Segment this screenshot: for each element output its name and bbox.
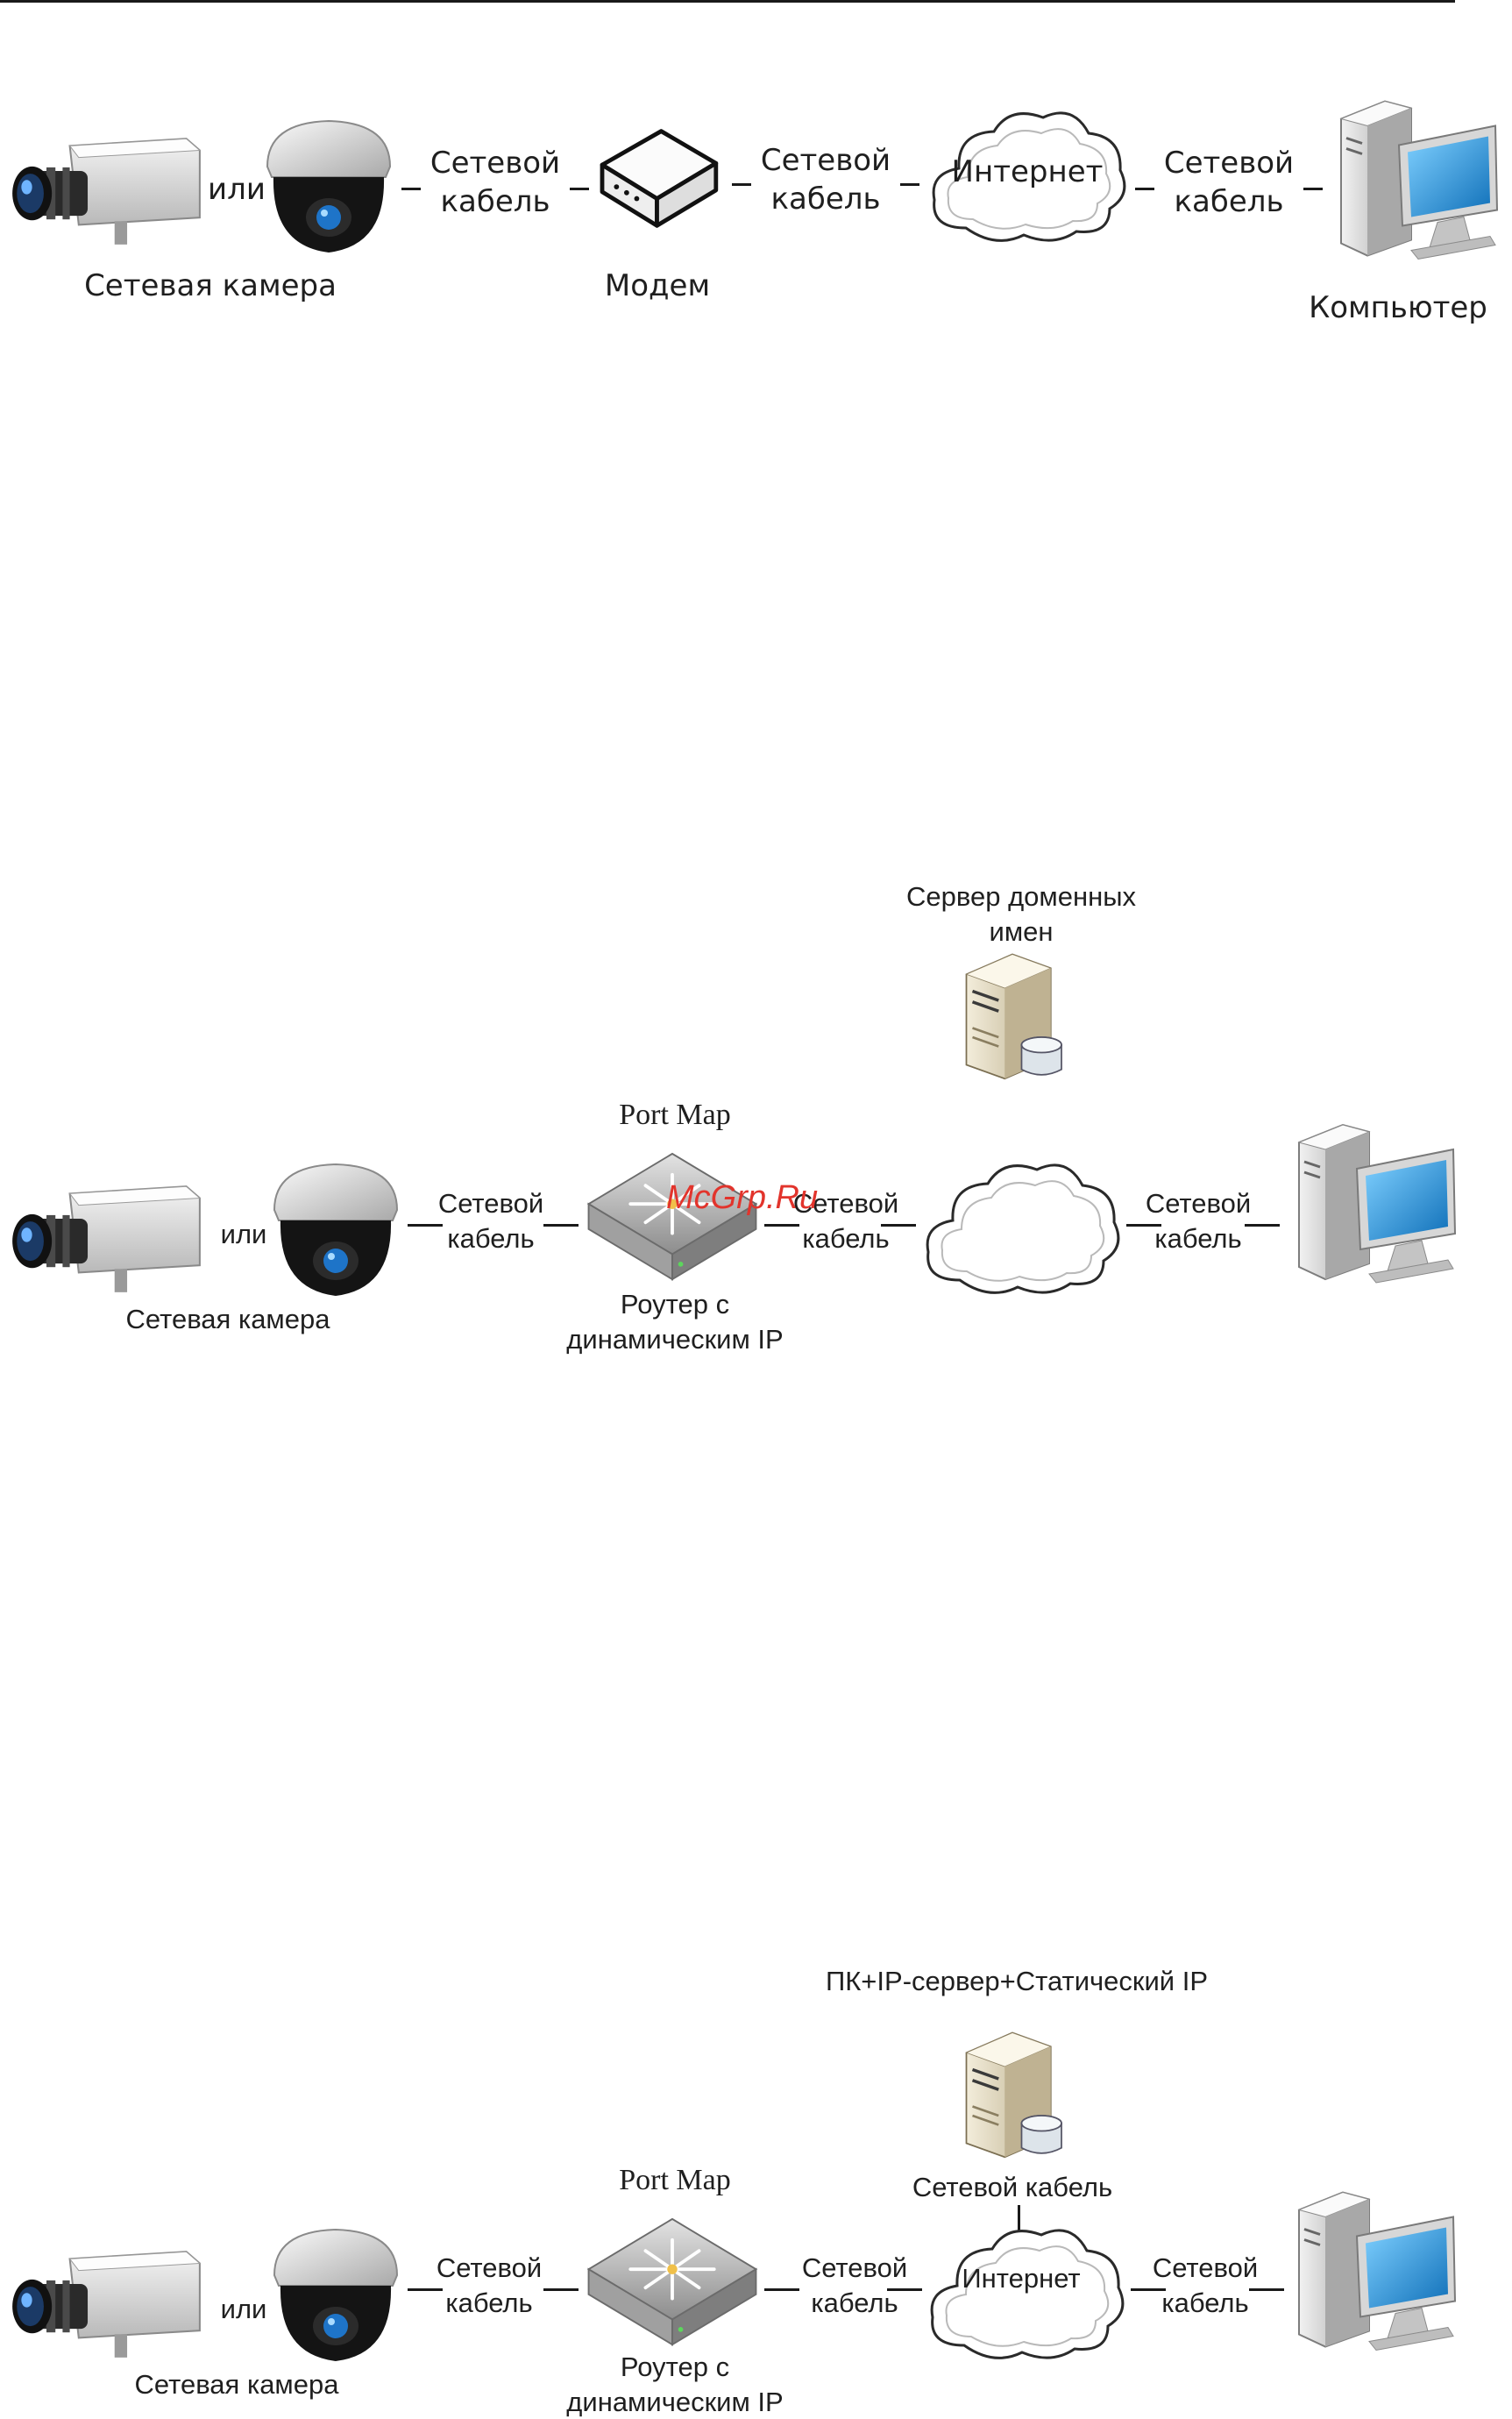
ip-server-label: ПК+IP-сервер+Статический IP <box>825 1966 1209 1996</box>
network-cable-label: Сетевой кабель <box>436 2252 543 2318</box>
computer-icon <box>1281 2174 1457 2363</box>
connector-line <box>1249 2288 1284 2291</box>
network-cable-label: Сетевой кабель <box>801 2252 908 2318</box>
connector-line <box>881 1224 916 1227</box>
diagram-ddns-connection: Сервер доменных имен Port Map или Сетева… <box>0 881 1512 1355</box>
connector-line <box>1303 188 1323 190</box>
connector-line <box>764 1224 799 1227</box>
watermark: McGrp.Ru <box>666 1179 819 1216</box>
network-camera-label: Сетевая камера <box>84 268 337 303</box>
network-cable-label: Сетевой кабель <box>437 1188 544 1254</box>
connector-line <box>408 1224 443 1227</box>
network-cable-label: Сетевой кабель <box>1152 2252 1259 2318</box>
connector-line <box>570 188 589 190</box>
port-map-label: Port Map <box>619 1099 731 1131</box>
connector-line <box>543 1224 579 1227</box>
router-label: Роутер с динамическим IP <box>566 1289 784 1355</box>
header-rule <box>0 0 1455 3</box>
network-cable-label: Сетевой кабель <box>792 1188 899 1254</box>
port-map-label: Port Map <box>619 2164 731 2196</box>
server-cable-label: Сетевой кабель <box>912 2172 1113 2202</box>
or-label: или <box>220 1219 267 1249</box>
connector-line <box>732 183 751 186</box>
computer-label: Компьютер <box>1309 290 1487 325</box>
network-cable-label: Сетевой кабель <box>760 143 891 217</box>
internet-label: Интернет <box>951 154 1104 189</box>
connector-line <box>408 2288 443 2291</box>
router-icon <box>580 2209 764 2354</box>
server-icon <box>951 2021 1074 2161</box>
internet-label: Интернет <box>962 2263 1081 2294</box>
connector-line <box>1131 2288 1166 2291</box>
network-camera-label: Сетевая камера <box>134 2369 339 2400</box>
modem-label: Модем <box>604 268 711 303</box>
connector-line <box>764 2288 799 2291</box>
diagram-direct-connection: или Сетевая камера Сетевой кабель Модем … <box>0 0 1512 368</box>
dome-camera-icon <box>261 2223 410 2372</box>
connector-line <box>543 2288 579 2291</box>
connector-line <box>1126 1224 1161 1227</box>
connector-line <box>401 188 421 190</box>
dns-server-label: Сервер доменных имен <box>906 881 1136 947</box>
or-label: или <box>220 2294 267 2324</box>
network-cable-label: Сетевой кабель <box>1163 146 1295 219</box>
connector-line <box>900 183 919 186</box>
or-label: или <box>208 172 266 207</box>
server-connector-line <box>1018 2205 1020 2231</box>
network-camera-label: Сетевая камера <box>125 1304 330 1334</box>
box-camera-icon <box>7 2240 204 2367</box>
connector-line <box>1245 1224 1280 1227</box>
connector-line <box>887 2288 922 2291</box>
router-label: Роутер с динамическим IP <box>566 2351 784 2417</box>
network-cable-label: Сетевой кабель <box>1145 1188 1252 1254</box>
connector-line <box>1135 188 1154 190</box>
network-cable-label: Сетевой кабель <box>429 146 561 219</box>
